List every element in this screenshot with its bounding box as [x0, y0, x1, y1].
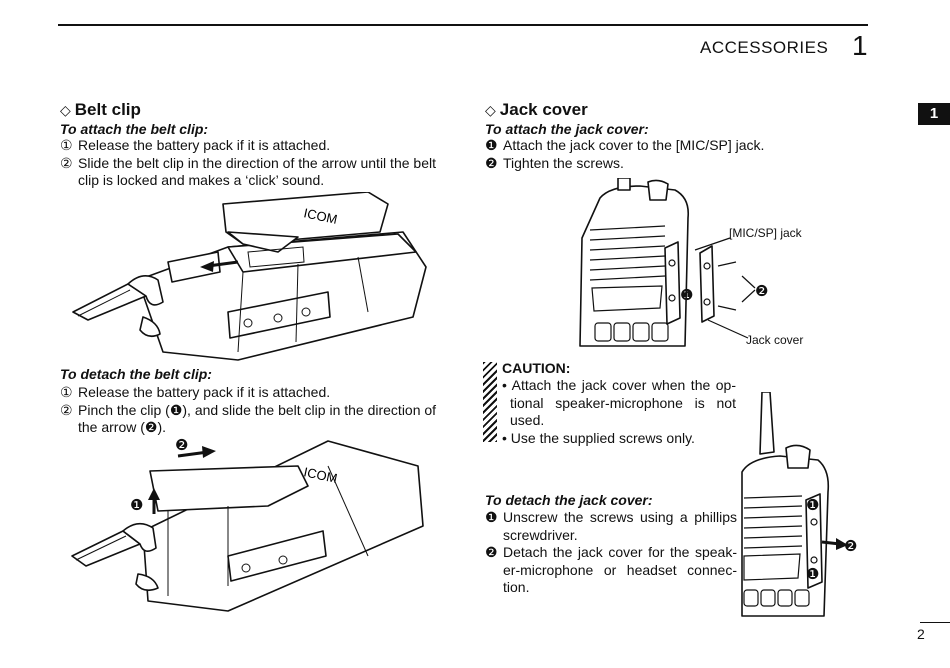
fig-logo: ICOM [302, 464, 338, 486]
callout-1: ❶ [680, 287, 694, 304]
belt-clip-detach-figure: ICOM ❷ ❶ [68, 436, 428, 614]
chapter-tab: 1 [918, 103, 950, 125]
fig-logo: ICOM [302, 205, 338, 227]
header-rule [58, 24, 868, 26]
jack-cover-heading: ◇Jack cover [485, 100, 588, 119]
diamond-icon: ◇ [60, 102, 71, 118]
caution-stripe [483, 362, 497, 442]
callout-1: ❶ [130, 497, 144, 514]
chapter-title: ACCESSORIES [700, 38, 829, 57]
callout-2: ❷ [844, 538, 858, 555]
diamond-icon: ◇ [485, 102, 496, 118]
footer-rule [920, 622, 950, 623]
belt-clip-attach-figure: ICOM [68, 192, 428, 364]
jack-cover-attach-figure: [MIC/SP] jack Jack cover ❶ ❷ [570, 178, 815, 350]
jack-cover-detach-figure: ❶ ❷ ❶ [740, 392, 865, 618]
callout-1-top: ❶ [806, 497, 820, 514]
caution-title: CAUTION: [502, 360, 571, 376]
jack-cover-label: Jack cover [746, 333, 804, 347]
callout-1-bottom: ❶ [806, 566, 820, 583]
caution-list: • Attach the jack cover when the op- tio… [502, 377, 736, 446]
mic-sp-jack-label: [MIC/SP] jack [729, 226, 802, 240]
attach-jack-cover-title: To attach the jack cover: [485, 121, 649, 137]
page-number: 2 [917, 626, 925, 642]
chapter-number: 1 [852, 30, 868, 61]
belt-clip-heading: ◇Belt clip [60, 100, 141, 119]
attach-belt-clip-title: To attach the belt clip: [60, 121, 209, 137]
callout-2: ❷ [755, 283, 769, 300]
detach-jack-cover-title: To detach the jack cover: [485, 492, 653, 508]
callout-2: ❷ [175, 437, 189, 454]
detach-belt-clip-title: To detach the belt clip: [60, 366, 212, 382]
